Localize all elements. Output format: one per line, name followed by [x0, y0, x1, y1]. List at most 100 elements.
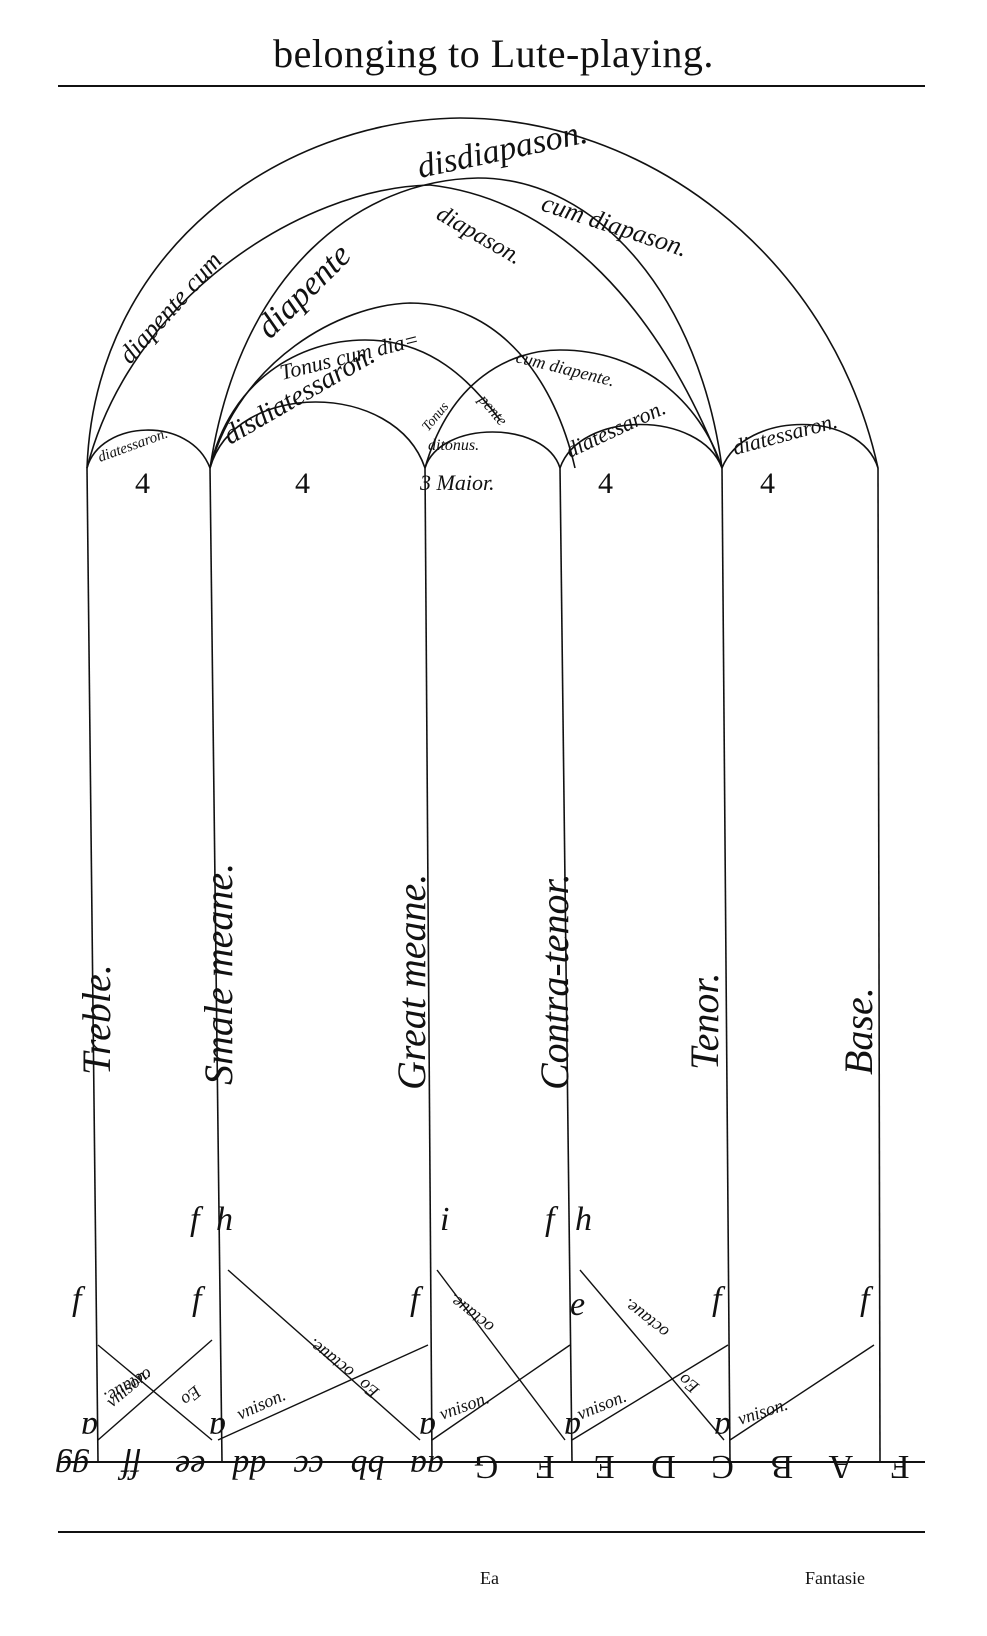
arc-small-2: [209, 401, 426, 469]
catchword: Fantasie: [805, 1568, 865, 1588]
tab-a-1: a: [81, 1410, 98, 1447]
gamut-letter: cc: [293, 1448, 323, 1485]
label-diapente: diapente: [249, 237, 358, 346]
label-disdiapason: disdiapason.: [414, 114, 591, 186]
gamut-letter: F: [536, 1448, 555, 1485]
cross-2-sub-label: Eo: [354, 1375, 383, 1404]
interval-number-1: 4: [135, 467, 150, 500]
cross-4-down: [579, 1269, 725, 1441]
tab-a-4: a: [564, 1410, 581, 1447]
strings-lines: [86, 467, 881, 1463]
tab-f-3: f: [410, 1281, 424, 1318]
gamut-letter: C: [711, 1448, 734, 1485]
tab-f-4: f: [545, 1201, 559, 1238]
arc-cum-diapason-right: [429, 184, 723, 469]
gamut-letter: G: [474, 1448, 499, 1485]
string-name-treble: Treble.: [74, 964, 119, 1075]
string-line-treble: [86, 467, 99, 1463]
gamut-letter: D: [651, 1448, 676, 1485]
label-cum-diapason: cum diapason.: [538, 188, 691, 262]
tab-f-5: f: [712, 1281, 726, 1318]
tab-h-2: h: [216, 1201, 233, 1238]
arc-small-4: [559, 423, 723, 469]
label-ditonus: ditonus.: [428, 437, 479, 454]
cross-4-down-label: vnison.: [574, 1386, 629, 1424]
string-name-tenor: Tenor.: [682, 973, 727, 1070]
string-line-tenor: [721, 467, 731, 1463]
crossing-labels: octaue. vnison. Eo octaue. vnison. Eo oc…: [101, 1290, 791, 1429]
string-line-great-meane: [424, 467, 433, 1463]
arc-small-5: [721, 423, 879, 469]
arc-tonus-left: [209, 339, 501, 469]
label-tonus-small: Tonus: [420, 399, 453, 434]
arc-diapente-cum-diapason: [209, 177, 723, 469]
cross-5-up: [729, 1344, 875, 1441]
cross-3-up-label: octaue.: [444, 1290, 498, 1338]
cross-1-sub-label: Eo: [177, 1381, 206, 1410]
arcs: [86, 117, 879, 469]
string-names: Treble. Smale meane. Great meane. Contra…: [74, 863, 881, 1090]
arc-disdiapason: [86, 117, 879, 469]
label-diapason: diapason.: [432, 201, 526, 271]
tab-f-2: f: [190, 1201, 204, 1238]
cross-2-down-label: vnison.: [233, 1384, 288, 1423]
interval-number-4: 4: [598, 467, 613, 500]
gamut-letter: bb: [351, 1448, 385, 1485]
label-cum-diapente: cum diapente.: [514, 346, 617, 390]
gamut-letter: ff: [117, 1448, 140, 1485]
cross-5-down-label: vnison.: [735, 1394, 790, 1429]
tab-f-6: f: [860, 1281, 874, 1318]
interval-numbers: 4 4 3 Maior. 4 4: [135, 467, 775, 500]
string-line-base: [877, 467, 881, 1463]
crossing-lines: [97, 1269, 875, 1441]
cross-4-up-label: octaue.: [619, 1295, 673, 1343]
arc-diapente-cum-left: [86, 184, 431, 469]
cross-4-up: [571, 1344, 729, 1441]
cross-1-up: [97, 1339, 213, 1441]
tab-a-3: a: [419, 1410, 436, 1447]
arc-small-1: [86, 429, 211, 469]
page-signature: Ea: [480, 1568, 499, 1588]
tab-a-2: a: [209, 1410, 226, 1447]
tab-f-2b: f: [192, 1281, 206, 1318]
string-name-base: Base.: [836, 987, 881, 1075]
gamut-letter: aa: [410, 1448, 444, 1485]
cross-2-up-label: octaue.: [304, 1335, 358, 1383]
cross-1-down: [97, 1344, 213, 1441]
gamut-letter: ee: [175, 1448, 205, 1485]
tab-e-4: e: [570, 1286, 585, 1323]
interval-number-5: 4: [760, 467, 775, 500]
cross-2-down: [227, 1269, 421, 1441]
string-name-contra-tenor: Contra-tenor.: [532, 873, 577, 1090]
arc-labels: disdiapason. diapente cum cum diapason. …: [96, 114, 840, 466]
gamut-letter: dd: [231, 1448, 266, 1485]
string-line-contra-tenor: [559, 467, 573, 1463]
cross-3-up: [431, 1344, 571, 1441]
interval-number-3: 3 Maior.: [419, 470, 495, 495]
string-name-great-meane: Great meane.: [389, 874, 434, 1090]
gamut-letter: E: [594, 1448, 615, 1485]
interval-number-2: 4: [295, 467, 310, 500]
arc-small-3: [424, 431, 561, 469]
label-pente-small: pente: [474, 391, 510, 429]
cross-4-sub-label: Eo: [674, 1370, 703, 1399]
string-line-smale-meane: [209, 467, 223, 1463]
tab-i-3: i: [440, 1201, 449, 1238]
gamut-letter: F: [891, 1448, 910, 1485]
tab-a-5: a: [714, 1410, 731, 1447]
cross-3-down: [436, 1269, 566, 1441]
running-header: belonging to Lute-playing.: [273, 31, 714, 76]
tab-h-4: h: [575, 1201, 592, 1238]
gamut-letter: A: [828, 1448, 853, 1485]
cross-2-up: [217, 1344, 429, 1441]
label-diatessaron-2: diatessaron.: [562, 395, 670, 463]
label-diatessaron-3: diatessaron.: [730, 408, 840, 460]
gamut-letter: gg: [55, 1448, 89, 1485]
arc-tonus-right: [424, 349, 723, 469]
tab-f-1: f: [72, 1281, 86, 1318]
string-name-smale-meane: Smale meane.: [196, 863, 241, 1085]
gamut-letter: B: [770, 1448, 793, 1485]
